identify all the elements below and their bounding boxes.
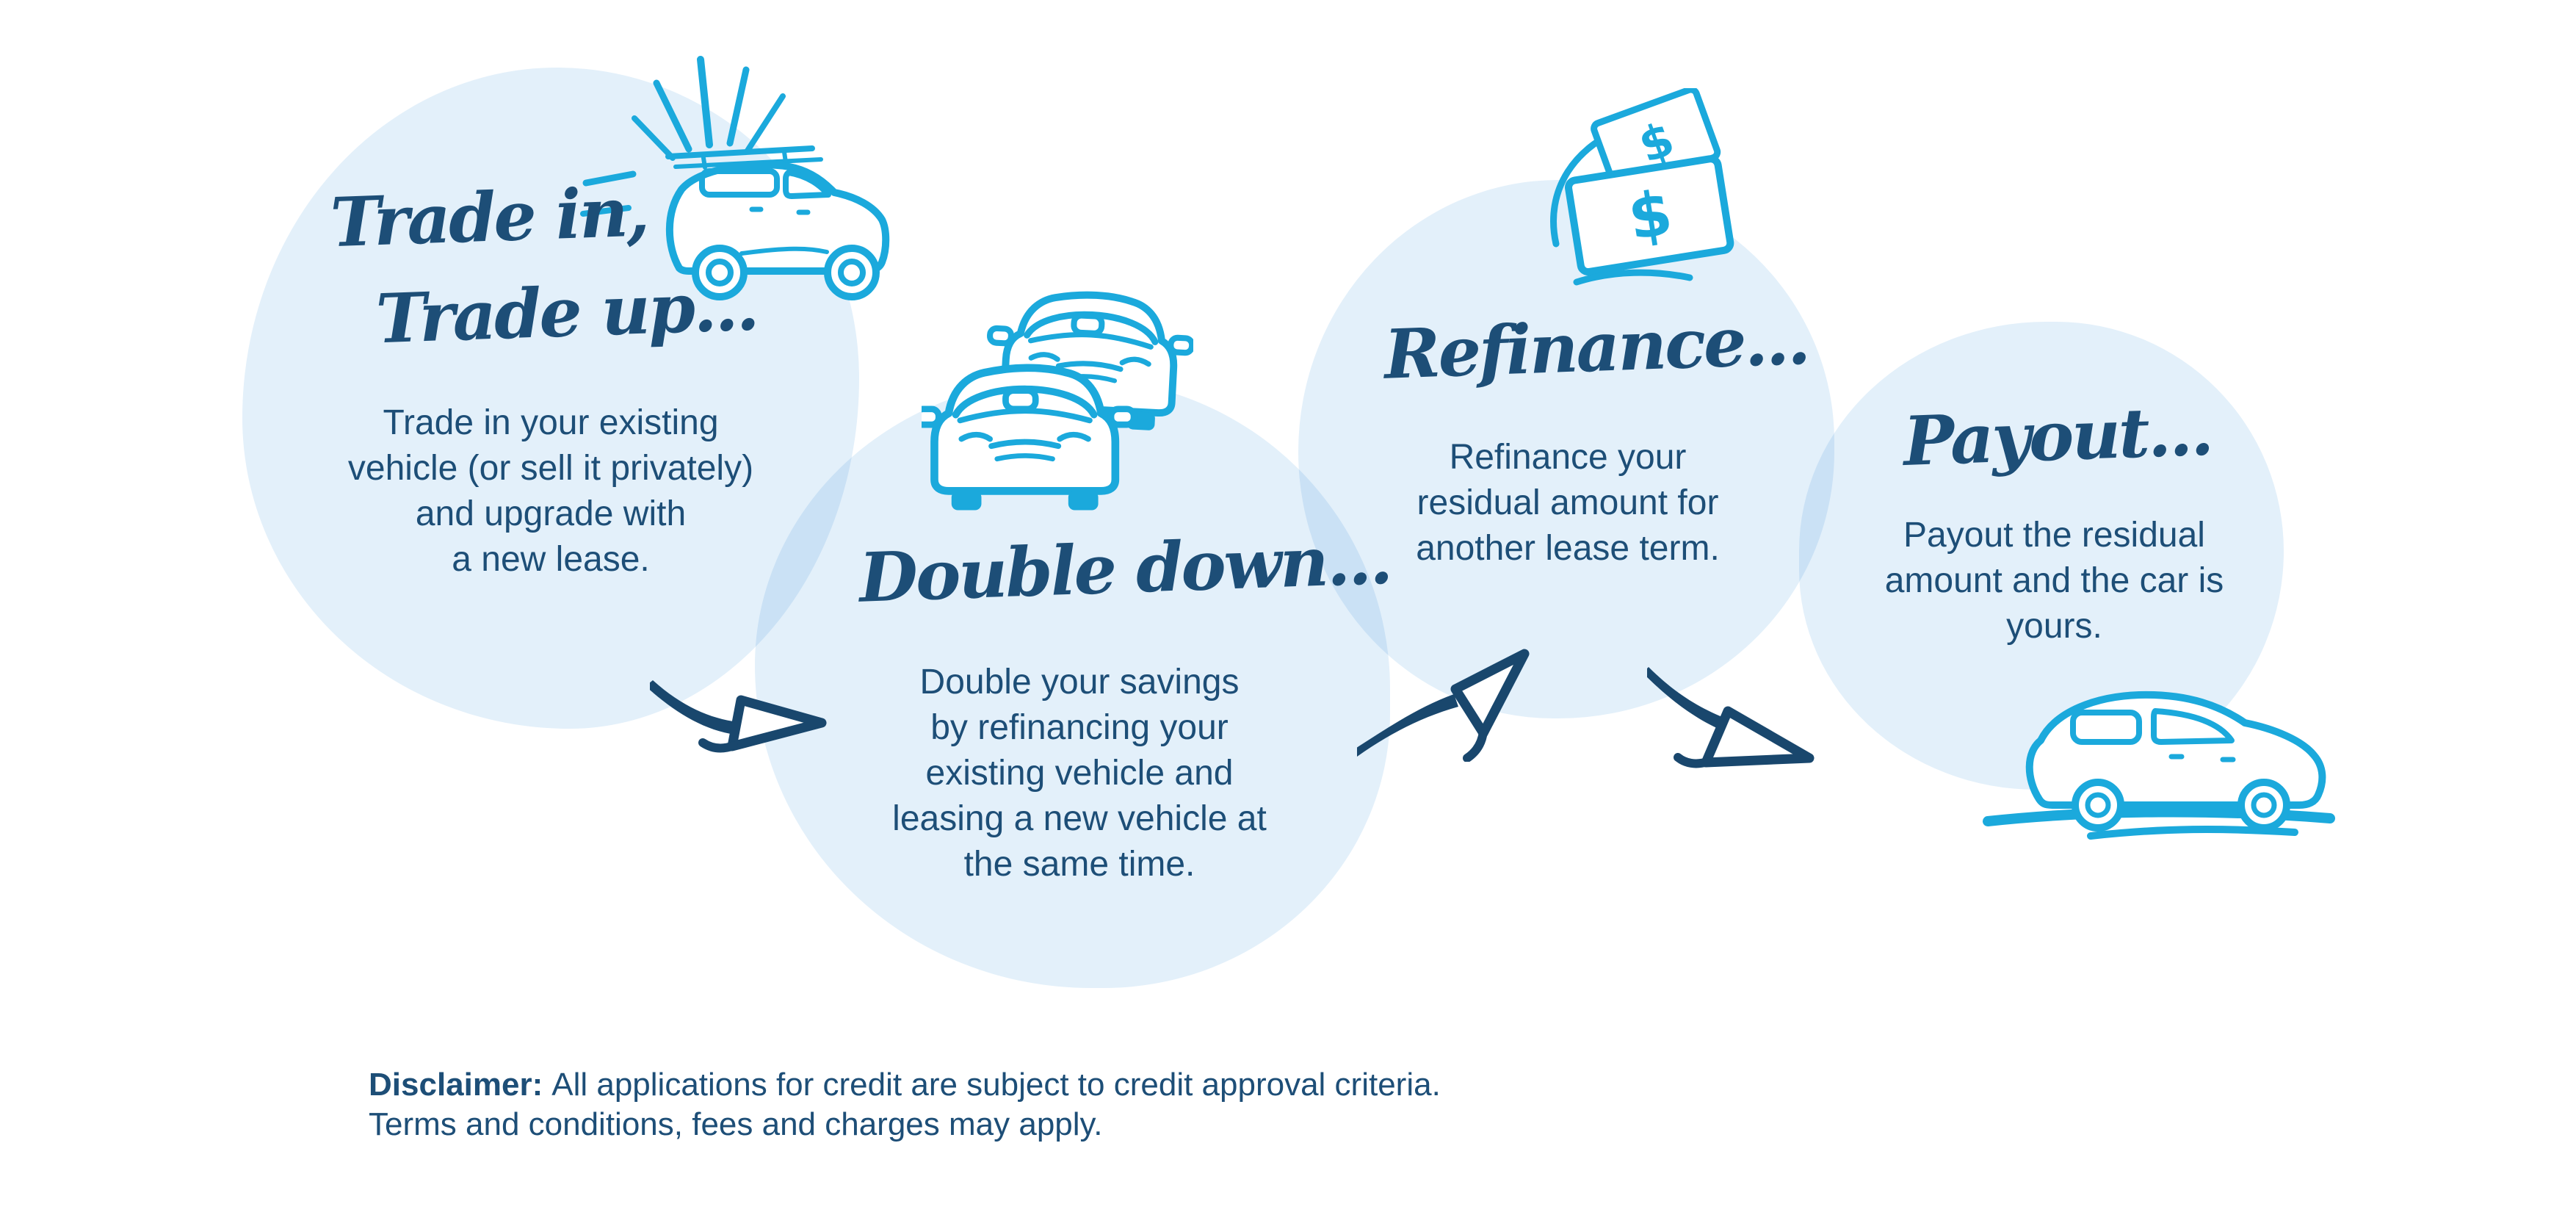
- step-heading-line: Trade in,: [329, 172, 649, 263]
- step-body: Payout the residual amount and the car i…: [1865, 513, 2243, 649]
- step-body: Refinance your residual amount for anoth…: [1347, 435, 1788, 572]
- step-circle-refinance: [1298, 180, 1834, 718]
- step-body-line: and upgrade with: [415, 494, 687, 533]
- arrow-down-right-icon: [1647, 667, 1815, 768]
- step-body-line: a new lease.: [452, 540, 650, 579]
- step-body-line: another lease term.: [1416, 529, 1720, 568]
- disclaimer-line: Disclaimer:All applications for credit a…: [369, 1065, 1470, 1105]
- step-body-line: the same time.: [963, 845, 1195, 884]
- dollar-bills-icon: $ $: [1550, 88, 1734, 286]
- step-heading-line: Trade up...: [375, 266, 759, 359]
- arrow-up-right-icon: [1357, 649, 1530, 762]
- step-body-line: amount and the car is: [1884, 561, 2224, 600]
- arrow-right-icon: [650, 680, 827, 753]
- step-body: Double your savings by refinancing your …: [848, 660, 1311, 887]
- sparkle-car-icon: [580, 56, 890, 300]
- step-body-line: by refinancing your: [930, 708, 1229, 747]
- owned-car-icon: [1983, 691, 2335, 840]
- step-body-line: Trade in your existing: [383, 403, 719, 442]
- step-body-line: existing vehicle and: [925, 754, 1234, 793]
- step-body-line: Refinance your: [1449, 438, 1687, 477]
- step-heading: Refinance...: [1383, 300, 1810, 394]
- disclaimer-line: Terms and conditions, fees and charges m…: [369, 1106, 1103, 1142]
- step-heading: Payout...: [1902, 391, 2213, 481]
- disclaimer-text: All applications for credit are subject …: [551, 1067, 1441, 1103]
- step-body-line: residual amount for: [1417, 483, 1719, 522]
- step-body: Trade in your existing vehicle (or sell …: [308, 400, 793, 583]
- step-heading: Double down...: [858, 519, 1392, 618]
- disclaimer: Disclaimer:All applications for credit a…: [369, 1065, 1470, 1144]
- two-cars-icon: [922, 291, 1193, 511]
- step-body-line: yours.: [2006, 607, 2102, 646]
- step-body-line: vehicle (or sell it privately): [347, 449, 754, 488]
- step-body-line: leasing a new vehicle at: [892, 799, 1267, 838]
- disclaimer-label: Disclaimer:: [369, 1067, 543, 1103]
- step-body-line: Double your savings: [919, 663, 1240, 702]
- step-body-line: Payout the residual: [1903, 516, 2205, 555]
